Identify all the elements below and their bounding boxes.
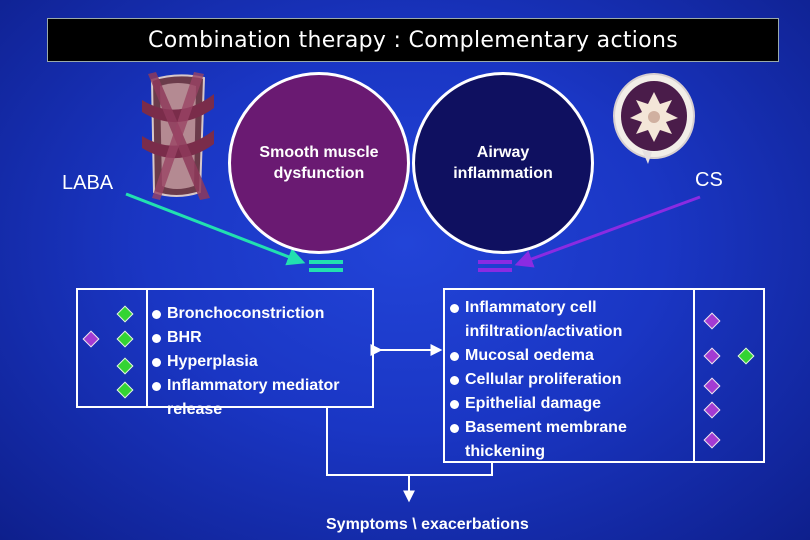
right-effects-list: Inflammatory cell infiltration/activatio… <box>448 296 627 464</box>
left-effects-box <box>76 288 374 408</box>
list-item: Mucosal oedema <box>448 344 627 368</box>
title-box: Combination therapy : Complementary acti… <box>47 18 779 62</box>
symptoms-label: Symptoms \ exacerbations <box>326 516 529 533</box>
cs-arrow <box>514 195 701 268</box>
list-item: BHR <box>150 326 339 350</box>
list-item: Cellular proliferation <box>448 368 627 392</box>
cs-label: CS <box>695 169 723 191</box>
airway-inflammation-circle: Airway inflammation <box>412 72 594 254</box>
airway-cross-section-icon <box>613 73 695 164</box>
smooth-muscle-circle: Smooth muscle dysfunction <box>228 72 410 254</box>
list-item: Hyperplasia <box>150 350 339 374</box>
left-equals-mark <box>309 260 343 272</box>
left-box-divider <box>146 288 148 408</box>
list-item: Epithelial damage <box>448 392 627 416</box>
left-effects-list: Bronchoconstriction BHR Hyperplasia Infl… <box>150 302 339 422</box>
right-effects-box <box>443 288 765 463</box>
list-item: Inflammatory cell <box>448 296 627 320</box>
right-box-divider <box>693 288 695 463</box>
airway-inflammation-label: Airway inflammation <box>453 144 553 182</box>
list-item: Bronchoconstriction <box>150 302 339 326</box>
right-equals-mark <box>478 260 512 272</box>
page-title: Combination therapy : Complementary acti… <box>148 27 678 53</box>
list-item: Inflammatory mediator <box>150 374 339 398</box>
list-item-continuation: thickening <box>465 443 546 460</box>
laba-label: LABA <box>62 172 114 194</box>
list-item-continuation: infiltration/activation <box>465 323 623 340</box>
list-item-continuation: release <box>167 401 223 418</box>
airway-smooth-muscle-icon <box>142 72 214 200</box>
list-item: Basement membrane <box>448 416 627 440</box>
smooth-muscle-label: Smooth muscle dysfunction <box>259 144 379 182</box>
laba-arrow <box>125 192 306 266</box>
